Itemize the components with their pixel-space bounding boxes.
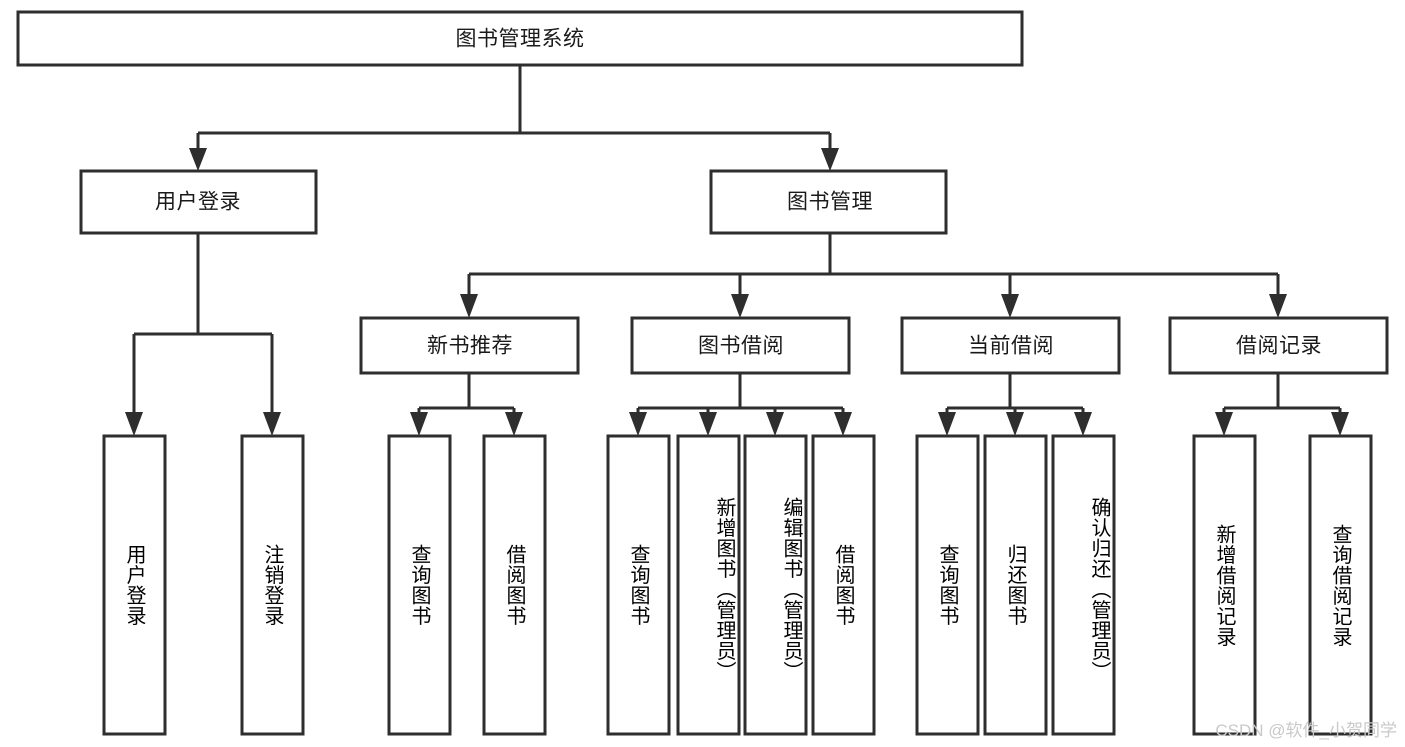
node-new-book-recommend-label: 新书推荐 (427, 335, 513, 358)
arrowhead-leaf-confirm-return (1074, 412, 1092, 436)
arrowhead-leaf-borrow-book-1 (505, 412, 523, 436)
leaf-borrow-book-1-label: 借阅图书 (503, 544, 525, 626)
arrowhead-leaf-user-login (125, 412, 143, 436)
node-root-label: 图书管理系统 (456, 28, 585, 51)
node-book-manage-label: 图书管理 (787, 191, 873, 214)
leaf-add-record-label: 新增借阅记录 (1213, 523, 1235, 647)
node-user-login-label: 用户登录 (155, 191, 241, 214)
node-book-manage-box[interactable] (709, 169, 948, 235)
node-book-manage[interactable]: 图书管理 (709, 169, 948, 235)
node-user-login[interactable]: 用户登录 (79, 169, 318, 235)
node-book-borrow[interactable]: 图书借阅 (630, 316, 851, 375)
arrowhead-book-borrow (731, 294, 749, 318)
leaf-return-book-label: 归还图书 (1004, 544, 1026, 626)
arrowhead-leaf-add-book (699, 412, 717, 436)
arrowhead-current-borrow (1001, 294, 1019, 318)
leaf-add-record-box[interactable] (1192, 434, 1257, 736)
node-borrow-record[interactable]: 借阅记录 (1168, 316, 1389, 375)
leaf-borrow-book-1-box[interactable] (482, 434, 547, 736)
node-new-book-recommend[interactable]: 新书推荐 (359, 316, 580, 375)
leaf-edit-book-label: 编辑图书（管理员） (780, 496, 802, 682)
node-borrow-record-label: 借阅记录 (1236, 335, 1322, 358)
arrowhead-book-manage (821, 148, 839, 171)
leaf-edit-book-box[interactable] (743, 434, 808, 736)
arrowhead-borrow-record (1269, 294, 1287, 318)
node-current-borrow[interactable]: 当前借阅 (900, 316, 1121, 375)
leaf-box-layer (102, 434, 1373, 736)
leaf-query-book-3-label: 查询图书 (936, 544, 958, 626)
arrowhead-leaf-add-record (1215, 412, 1233, 436)
leaf-query-book-1-label: 查询图书 (408, 544, 430, 626)
leaf-confirm-return-label: 确认归还（管理员） (1088, 496, 1110, 682)
leaf-user-logout-box[interactable] (240, 434, 305, 736)
leaf-borrow-book-2-box[interactable] (811, 434, 876, 736)
arrowhead-leaf-query-book-3 (938, 412, 956, 436)
leaf-add-book-label: 新增图书（管理员） (713, 496, 735, 682)
arrowhead-leaf-return-book (1006, 412, 1024, 436)
leaf-confirm-return-box[interactable] (1051, 434, 1116, 736)
node-book-borrow-label: 图书借阅 (698, 335, 784, 358)
leaf-user-login-label: 用户登录 (123, 544, 145, 626)
arrowhead-leaf-user-logout (263, 412, 281, 436)
leaf-return-book-box[interactable] (983, 434, 1048, 736)
arrowhead-leaf-edit-book (766, 412, 784, 436)
arrowhead-new-book-recommend (460, 294, 478, 318)
node-root[interactable]: 图书管理系统 (16, 10, 1024, 67)
leaf-query-record-label: 查询借阅记录 (1329, 523, 1351, 647)
leaf-add-book-box[interactable] (676, 434, 741, 736)
node-user-login-box[interactable] (79, 169, 318, 235)
node-borrow-record-box[interactable] (1168, 316, 1389, 375)
leaf-borrow-book-2-label: 借阅图书 (832, 544, 854, 626)
leaf-query-book-1-box[interactable] (387, 434, 452, 736)
arrowhead-leaf-query-record (1331, 412, 1349, 436)
connector-layer (125, 65, 1349, 436)
leaf-query-book-2-box[interactable] (606, 434, 671, 736)
arrowhead-leaf-query-book-1 (410, 412, 428, 436)
leaf-query-record-box[interactable] (1308, 434, 1373, 736)
leaf-user-logout-label: 注销登录 (261, 544, 283, 626)
node-book-borrow-box[interactable] (630, 316, 851, 375)
node-root-box[interactable] (16, 10, 1024, 67)
arrowhead-user-login (189, 148, 207, 171)
leaf-query-book-2-label: 查询图书 (627, 544, 649, 626)
node-current-borrow-box[interactable] (900, 316, 1121, 375)
arrowhead-leaf-query-book-2 (629, 412, 647, 436)
node-new-book-recommend-box[interactable] (359, 316, 580, 375)
leaf-query-book-3-box[interactable] (915, 434, 980, 736)
node-current-borrow-label: 当前借阅 (968, 335, 1054, 358)
arrowhead-leaf-borrow-book-2 (834, 412, 852, 436)
leaf-user-login-box[interactable] (102, 434, 167, 736)
